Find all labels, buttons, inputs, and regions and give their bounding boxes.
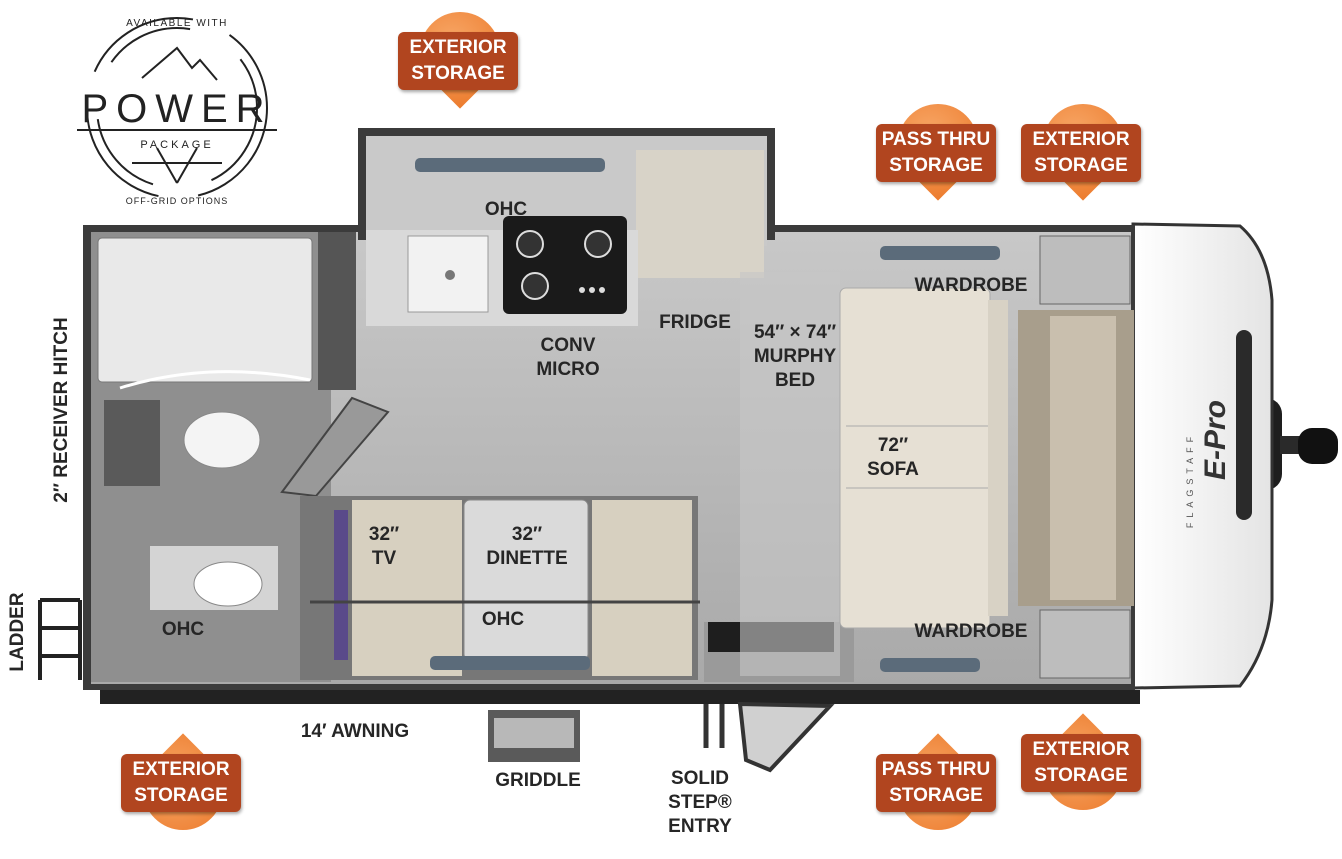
badge-line: STORAGE (1034, 155, 1128, 176)
label-line: BED (774, 370, 816, 391)
logo-top-text: AVAILABLE WITH (126, 18, 228, 29)
label-line: DINETTE (486, 548, 568, 569)
label-awning: 14′ AWNING (300, 721, 410, 742)
label-line: 54″ × 74″ (753, 322, 837, 343)
murphy-bed-outline (740, 272, 840, 676)
dinette-bench-right (592, 500, 692, 676)
badge-line: EXTERIOR (1032, 739, 1130, 760)
badge-exterior-storage: EXTERIOR STORAGE (1021, 700, 1145, 827)
badge-exterior-storage: EXTERIOR STORAGE (1021, 87, 1145, 214)
badge-line: STORAGE (889, 785, 983, 806)
label-line: MICRO (536, 359, 600, 380)
cap-brand: FLAGSTAFF (1185, 431, 1195, 529)
badge-line: PASS THRU (881, 759, 991, 780)
label-receiver-hitch: 2″ RECEIVER HITCH (51, 317, 72, 503)
label-ohc-dinette: OHC (481, 609, 525, 630)
label-line: 32″ (511, 524, 543, 545)
label-murphy-bed: 54″ × 74″ MURPHY BED (754, 321, 836, 393)
badge-line: STORAGE (1034, 765, 1128, 786)
label-line: STEP® (668, 792, 732, 813)
label-ohc-bath: OHC (161, 619, 205, 640)
label-tv: 32″ TV (369, 523, 399, 571)
dinette-bench-left (352, 500, 462, 676)
label-line: SOFA (867, 459, 919, 480)
wardrobe-bottom (1039, 609, 1131, 679)
label-line: CONV (540, 335, 596, 356)
fridge (636, 150, 764, 278)
badge-line: EXTERIOR (1032, 129, 1130, 150)
front-window (1236, 330, 1252, 520)
badge-line: PASS THRU (881, 129, 991, 150)
badge-line: STORAGE (411, 63, 505, 84)
badge-line: STORAGE (889, 155, 983, 176)
label-line: MURPHY (753, 346, 837, 367)
label-wardrobe-bottom: WARDROBE (914, 621, 1028, 642)
badge-exterior-storage: EXTERIOR STORAGE (121, 720, 245, 847)
badge-pass-thru-storage: PASS THRU STORAGE (876, 720, 1000, 847)
cap-model: E-Pro (1199, 399, 1232, 481)
shower (97, 237, 313, 383)
badge-pass-thru-storage: PASS THRU STORAGE (876, 87, 1000, 214)
ladder (38, 598, 82, 680)
label-ohc-kitchen: OHC (484, 199, 528, 220)
badge-line: STORAGE (134, 785, 228, 806)
label-line: SOLID (670, 768, 730, 789)
label-ladder: LADDER (7, 592, 28, 672)
label-line: 32″ (368, 524, 400, 545)
awning (100, 690, 1140, 704)
label-line: ENTRY (668, 816, 732, 837)
badge-line: EXTERIOR (132, 759, 230, 780)
logo-sub: PACKAGE (140, 139, 213, 151)
label-wardrobe-top: WARDROBE (914, 275, 1028, 296)
badge-line: EXTERIOR (409, 37, 507, 58)
bath-door (280, 396, 390, 498)
label-fridge: FRIDGE (659, 312, 731, 333)
toilet (183, 411, 261, 469)
label-conv-micro: CONV MICRO (536, 334, 599, 382)
label-griddle: GRIDDLE (495, 770, 581, 791)
label-solid-step-entry: SOLID STEP® ENTRY (668, 767, 732, 839)
label-sofa: 72″ SOFA (867, 434, 919, 482)
entry-door (737, 701, 835, 773)
tv (334, 510, 348, 660)
logo-word: POWER (81, 87, 272, 131)
bath-cabinet (104, 400, 160, 486)
power-package-logo: AVAILABLE WITH POWER PACKAGE OFF-GRID OP… (72, 8, 282, 208)
logo-bottom-text: OFF-GRID OPTIONS (126, 196, 229, 206)
badge-exterior-storage: EXTERIOR STORAGE (398, 0, 522, 122)
label-dinette: 32″ DINETTE (486, 523, 567, 571)
wardrobe-top (1039, 235, 1131, 305)
label-line: TV (371, 548, 397, 569)
label-line: 72″ (877, 435, 909, 456)
cooktop (503, 216, 627, 314)
